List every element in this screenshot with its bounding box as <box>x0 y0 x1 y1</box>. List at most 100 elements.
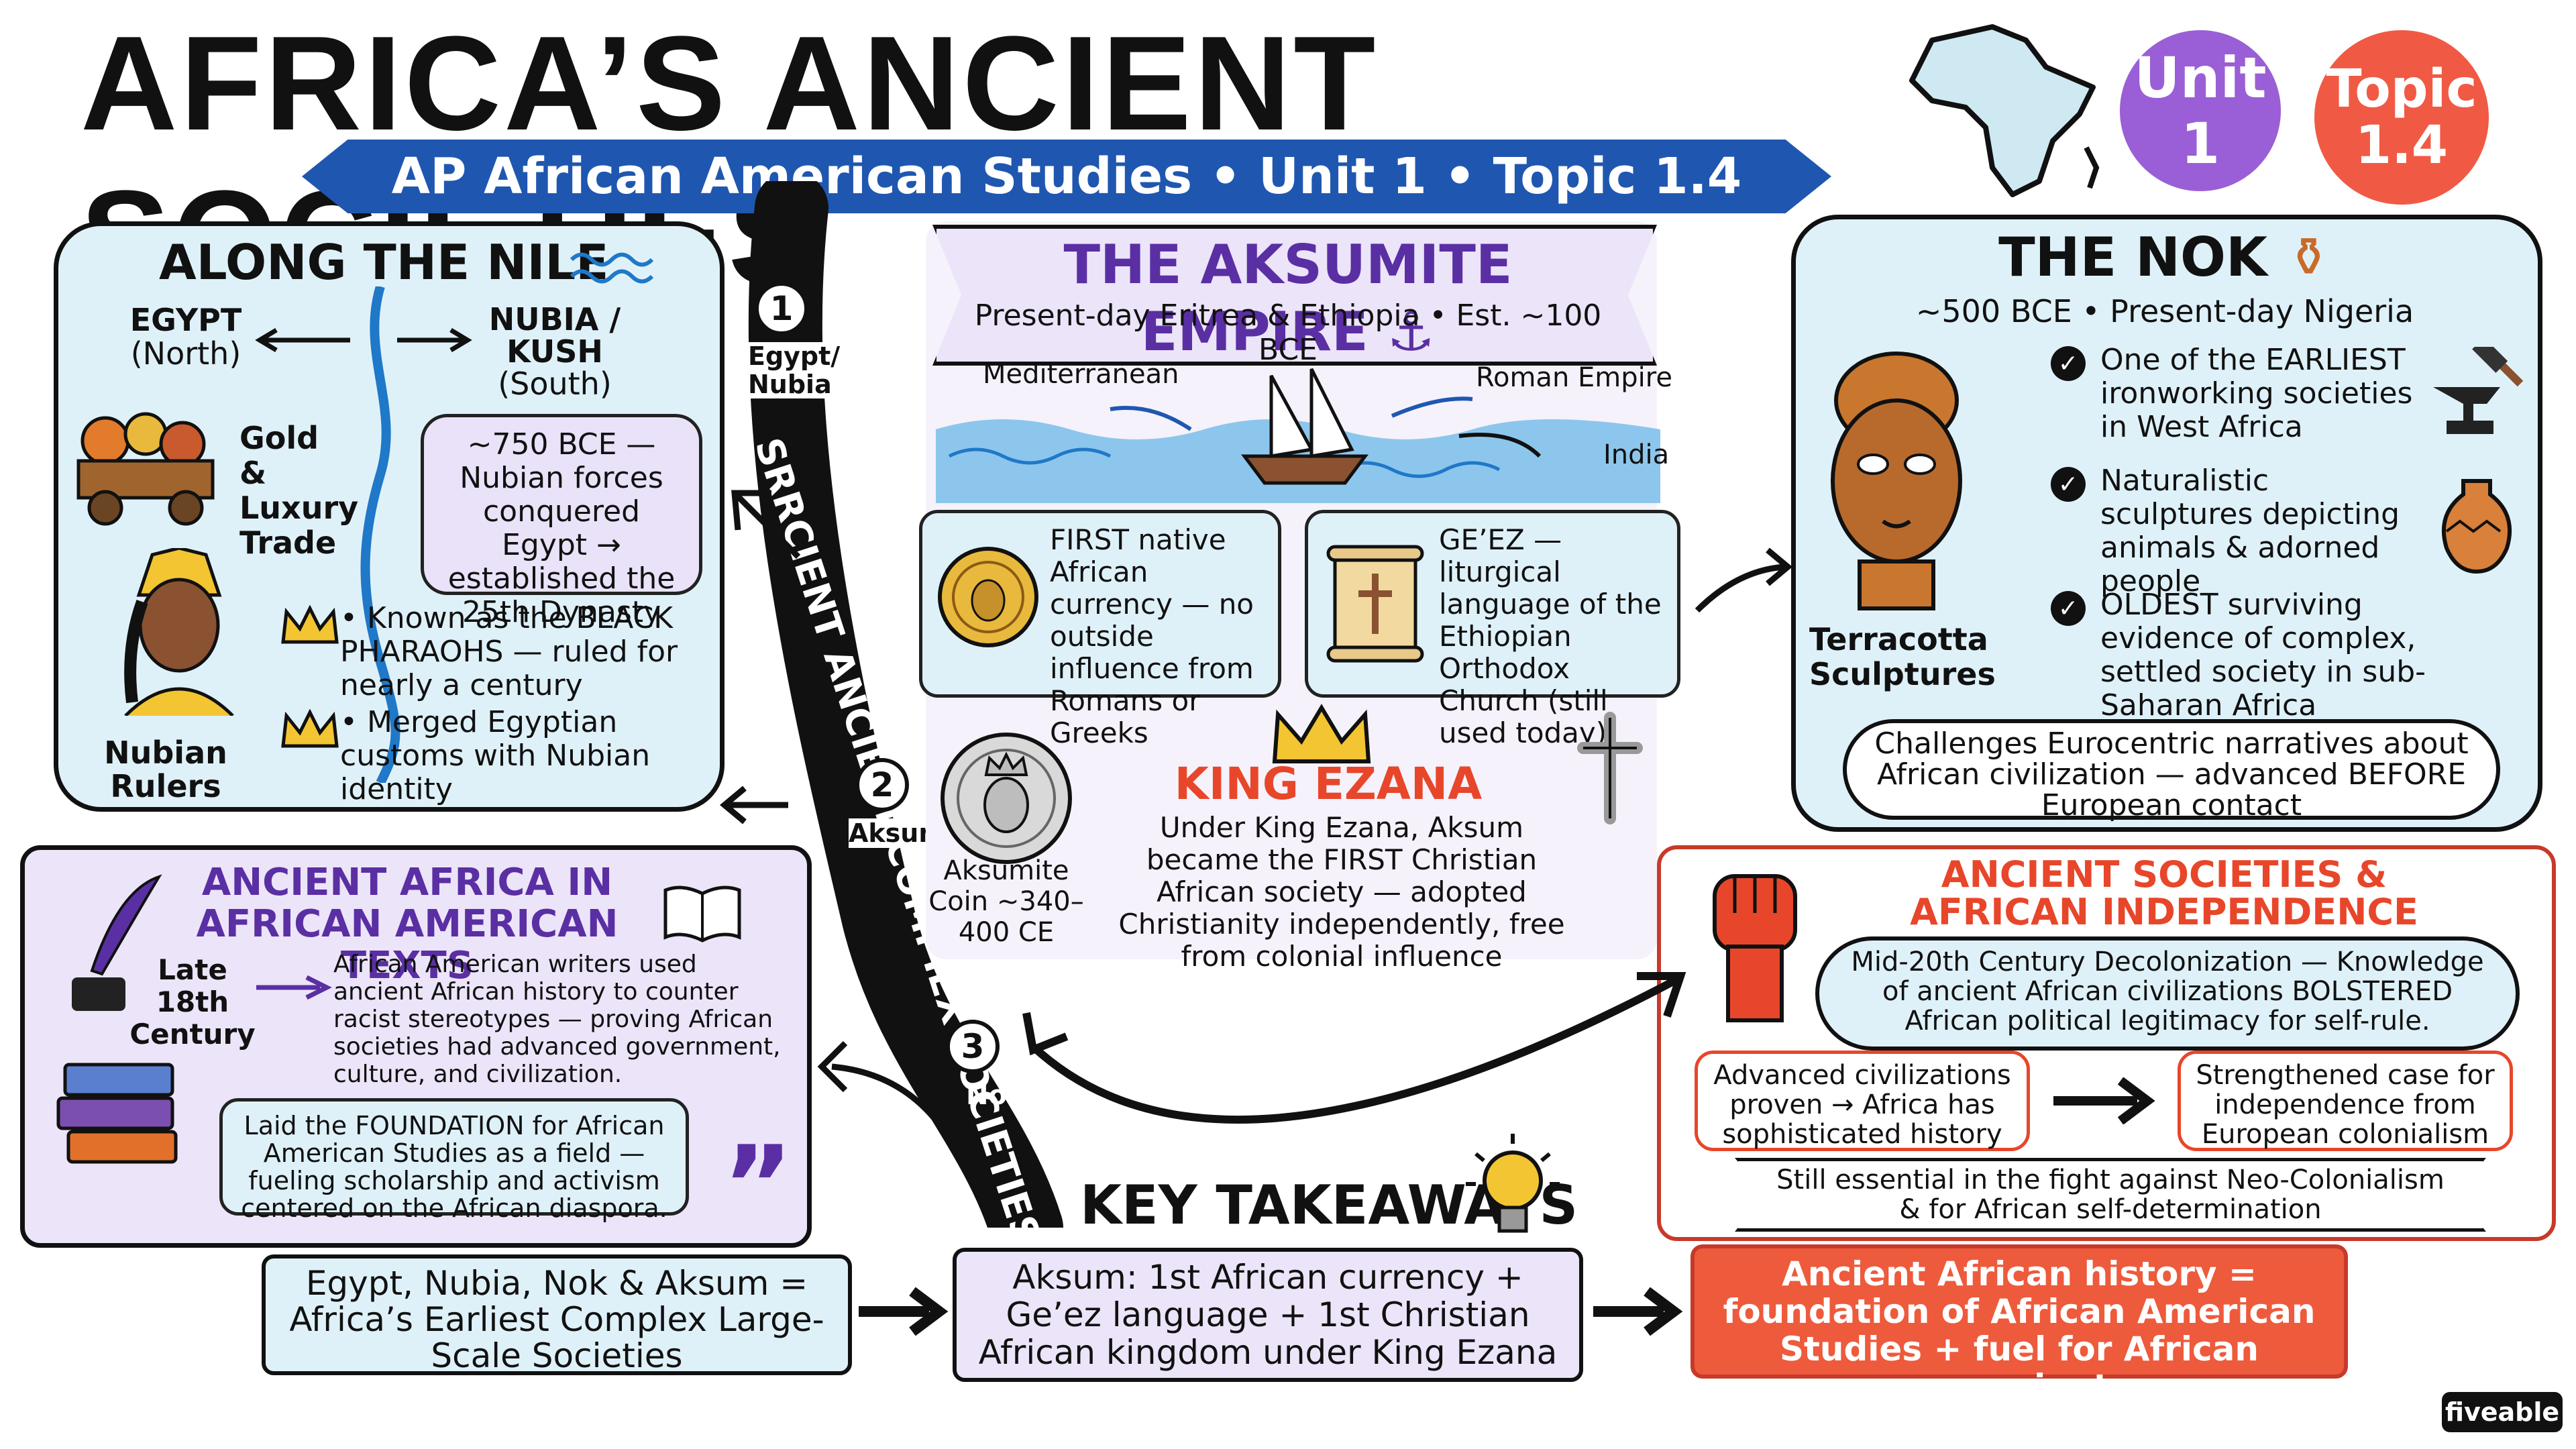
africa-map-icon <box>1909 24 2100 197</box>
aksum-subheading: Present-day Eritrea & Ethiopia • Est. ~1… <box>974 299 1602 367</box>
independence-heading-line2: AFRICAN INDEPENDENCE <box>1910 891 2418 933</box>
geez-box: GE’EZ — liturgical language of the Ethio… <box>1305 510 1680 749</box>
terracotta-head-icon <box>1831 352 1962 610</box>
check-icon: ✓ <box>2051 346 2086 381</box>
arrow-to-nile-2-icon <box>719 786 788 824</box>
nile-heading: ALONG THE NILE <box>159 234 609 290</box>
takeaway-box-3: Ancient African history = foundation of … <box>1690 1244 2348 1405</box>
step-3-label: Nok <box>966 1080 1025 1111</box>
nubia-label2: KUSH <box>506 333 603 370</box>
pottery-icon: ⚱ <box>2286 226 2331 288</box>
clay-pot-icon <box>2441 479 2512 574</box>
gold-coin-icon <box>938 547 1038 647</box>
independence-heading: ANCIENT SOCIETIES & AFRICAN INDEPENDENCE <box>1862 856 2466 931</box>
check-icon: ✓ <box>2051 467 2086 502</box>
fiveable-logo: fiveable <box>2442 1392 2563 1432</box>
quote-marks-icon: ” <box>722 1122 794 1248</box>
subtitle-banner: AP African American Studies • Unit 1 • T… <box>302 140 1831 213</box>
nubia-region: NUBIA / KUSH (South) <box>474 303 635 400</box>
king-heading: KING EZANA <box>1174 758 1483 810</box>
arrow-right-icon <box>256 975 332 1000</box>
anvil-hammer-icon <box>2433 347 2524 434</box>
aksum-banner <box>932 225 1657 366</box>
nile-bullet-1: • Known as the BLACK PHARAOHS — ruled fo… <box>340 601 678 702</box>
king-crown-icon <box>1272 704 1371 763</box>
arrow-right-icon <box>1593 1287 1683 1336</box>
nok-point-1-text: One of the EARLIEST ironworking societie… <box>2100 343 2413 444</box>
geez-text: GE’EZ — liturgical language of the Ethio… <box>1439 523 1662 749</box>
texts-panel: ANCIENT AFRICA IN AFRICAN AMERICAN TEXTS… <box>20 845 812 1248</box>
king-text: Under King Ezana, Aksum became the FIRST… <box>1118 811 1565 973</box>
nok-point-2-text: Naturalistic sculptures depicting animal… <box>2100 464 2400 598</box>
step-3-circle: 3 <box>946 1020 1000 1073</box>
unit-badge: Unit 1 <box>2120 30 2281 191</box>
nubia-sub: (South) <box>498 366 612 402</box>
currency-text: FIRST native African currency — no outsi… <box>1050 523 1254 749</box>
arrow-right-icon <box>859 1287 949 1336</box>
takeaway-box-2: Aksum: 1st African currency + Ge’ez lang… <box>953 1248 1583 1382</box>
nubian-ruler-portrait-icon <box>124 548 234 716</box>
crown-icon <box>281 605 339 644</box>
book-stack-icon <box>56 1063 178 1164</box>
conquest-box: ~750 BCE — Nubian forces conquered Egypt… <box>421 414 702 629</box>
nok-panel: THE NOK ⚱ ~500 BCE • Present-day Nigeria… <box>1791 215 2542 832</box>
anchor-icon: ⚓ <box>1387 301 1436 363</box>
egypt-sub: (North) <box>130 335 241 372</box>
texts-heading: ANCIENT AFRICA IN AFRICAN AMERICAN TEXTS <box>146 862 669 987</box>
texts-era: Late 18th Century <box>129 953 256 1051</box>
topic-badge-line1: Topic <box>2326 59 2477 119</box>
egypt-region: EGYPT (North) <box>125 303 246 370</box>
nok-heading: THE NOK ⚱ <box>1964 226 2366 288</box>
lightbulb-icon <box>1466 1134 1560 1233</box>
nok-point-2: ✓ Naturalistic sculptures depicting anim… <box>2051 464 2426 598</box>
independence-panel: ANCIENT SOCIETIES & AFRICAN INDEPENDENCE… <box>1657 845 2556 1241</box>
nok-heading-text: THE NOK <box>1998 226 2268 288</box>
step-1-label: Egypt/ Nubia <box>748 342 842 398</box>
open-book-icon <box>663 885 741 943</box>
nok-challenge-cloud: Challenges Eurocentric narratives about … <box>1843 719 2500 821</box>
step-1-circle: 1 <box>755 282 808 335</box>
nok-point-3: ✓ OLDEST surviving evidence of complex, … <box>2051 588 2467 722</box>
nile-panel: ALONG THE NILE EGYPT (North) NUBIA / KUS… <box>54 221 724 812</box>
texts-heading-line1: ANCIENT AFRICA IN <box>201 861 613 904</box>
aksum-heading-text: THE AKSUMITE EMPIRE <box>1063 233 1513 363</box>
nok-point-3-text: OLDEST surviving evidence of complex, se… <box>2100 588 2426 722</box>
coin-caption: Aksumite Coin ~340–400 CE <box>928 855 1084 948</box>
aksumite-coin-icon <box>941 733 1072 864</box>
independence-heading-line1: ANCIENT SOCIETIES & <box>1941 853 2387 896</box>
arrow-right-icon <box>397 327 472 353</box>
nile-river-icon <box>360 286 400 783</box>
double-arrow-curve-icon <box>1022 972 1686 1124</box>
arrow-to-texts-icon <box>817 1040 949 1136</box>
route-mediterranean: Mediterranean <box>983 359 1179 390</box>
independence-right-box: Strengthened case for independence from … <box>2178 1051 2513 1151</box>
aksum-heading: THE AKSUMITE EMPIRE ⚓ <box>953 231 1623 366</box>
nok-subheading: ~500 BCE • Present-day Nigeria <box>1915 293 2414 329</box>
arrow-to-nok-icon <box>1695 547 1793 613</box>
rulers-label: Nubian Rulers <box>104 735 227 804</box>
nile-bullet-2: • Merged Egyptian customs with Nubian id… <box>340 705 651 806</box>
currency-box: FIRST native African currency — no outsi… <box>919 510 1281 749</box>
trade-route-sea-icon <box>936 368 1660 503</box>
route-india: India <box>1603 439 1670 470</box>
trade-cart-icon <box>76 412 215 526</box>
nok-point-1: ✓ One of the EARLIEST ironworking societ… <box>2051 343 2426 444</box>
texts-foundation: Laid the FOUNDATION for African American… <box>219 1098 689 1222</box>
neo-colonialism-scroll: Still essential in the fight against Neo… <box>1735 1158 2486 1232</box>
trade-label: Gold & Luxury Trade <box>239 420 359 561</box>
takeaway-box-1: Egypt, Nubia, Nok & Aksum = Africa’s Ear… <box>262 1254 852 1375</box>
quill-ink-icon <box>72 874 162 1011</box>
sculpture-label: Terracotta Sculptures <box>1809 621 1996 692</box>
texts-heading-line2: AFRICAN AMERICAN TEXTS <box>196 902 619 987</box>
raised-fist-icon <box>1713 874 1797 1022</box>
decolonization-cloud: Mid-20th Century Decolonization — Knowle… <box>1815 936 2520 1051</box>
texts-body: African American writers used ancient Af… <box>333 951 781 1088</box>
scroll-cross-icon <box>1326 545 1424 663</box>
route-roman: Roman Empire <box>1476 362 1672 393</box>
independence-left-box: Advanced civilizations proven → Africa h… <box>1695 1051 2030 1151</box>
arrow-to-nile-icon <box>731 490 801 559</box>
egypt-label: EGYPT <box>129 302 242 338</box>
crown-icon <box>281 709 339 748</box>
arrow-right-icon <box>2053 1077 2155 1124</box>
nubia-label: NUBIA / <box>488 301 621 337</box>
